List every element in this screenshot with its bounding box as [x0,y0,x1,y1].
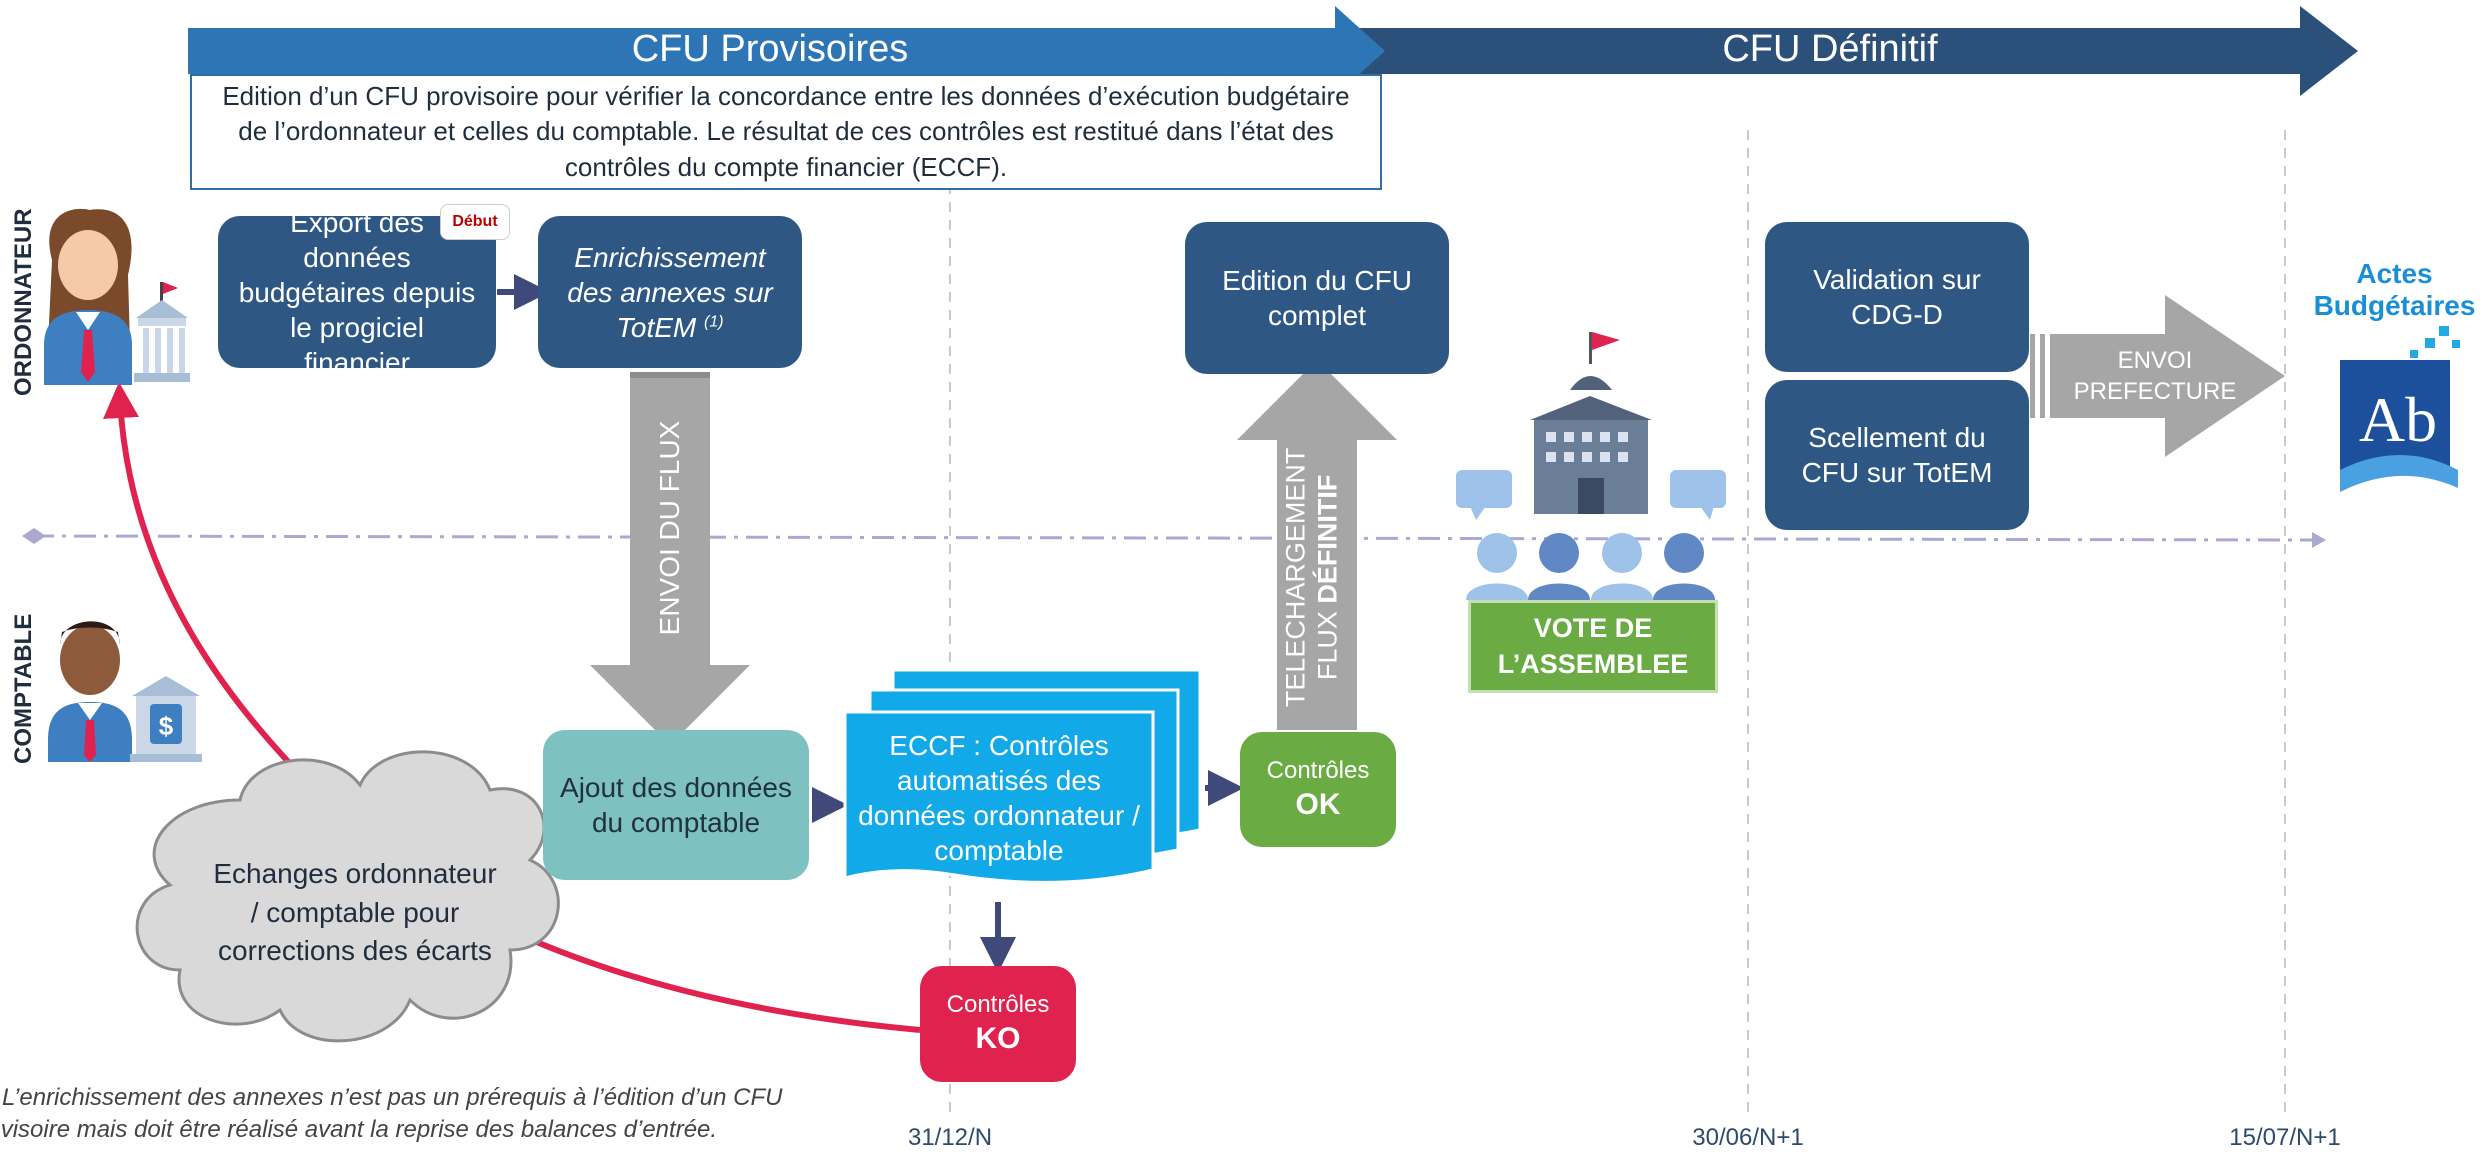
step-enrichissement: Enrichissement des annexes sur TotEM (1) [538,216,802,368]
telechargement-flux: FLUX [1313,611,1343,681]
phase-arrow-provisoire [188,6,1385,96]
actes-budgetaires-logo [2340,326,2460,492]
ok-value: OK [1295,787,1341,821]
enrichissement-label: Enrichissement des annexes sur TotEM [567,241,773,343]
debut-badge: Début [440,204,510,240]
logo-title: Actes Budgétaires [2300,258,2489,322]
phase-label-definitif: CFU Définitif [1722,28,1938,70]
eccf-document-stack [843,668,1202,884]
ordonnateur-person [44,208,132,385]
vote-assemblee: VOTE DE L’ASSEMBLEE [1468,600,1718,693]
envoi-prefecture-arrow [2050,295,2285,457]
controles-ok: Contrôles OK [1240,732,1396,847]
telechargement-arrow [1237,360,1397,730]
envoi-prefecture-label: ENVOI PREFECTURE [2073,346,2237,405]
step-edition-cfu: Edition du CFU complet [1185,222,1449,374]
telechargement-line-2: FLUX DÉFINITIF [1312,407,1344,747]
role-comptable: COMPTABLE [10,613,37,764]
footnote: (1) L’enrichissement des annexes n’est p… [0,1084,783,1144]
phase-label-provisoire: CFU Provisoires [631,28,909,70]
controles-ok-label: Contrôles [1266,756,1370,784]
step-scellement: Scellement du CFU sur TotEM [1765,380,2029,530]
comptable-person [48,621,132,762]
cloud-shape [135,750,560,1043]
description-box: Edition d’un CFU provisoire pour vérifie… [190,74,1382,190]
svg-text:$: $ [159,711,174,741]
comptable-bank: $ [130,676,202,762]
ordonnateur-building [134,282,190,382]
date-label-3: 15/07/N+1 [2229,1124,2341,1151]
controles-ko: Contrôles KO [920,966,1076,1082]
logo-title-1: Actes [2356,258,2433,289]
envoi-flux-arrow [590,374,750,745]
envoi-flux-label: ENVOI DU FLUX [654,420,685,636]
step-validation: Validation sur CDG-D [1765,222,2029,372]
ko-value: KO [975,1022,1021,1056]
role-ordonnateur: ORDONNATEUR [10,208,37,396]
telechargement-definitif: DÉFINITIF [1313,474,1343,604]
step-eccf: ECCF : Contrôles automatisés des données… [858,730,1140,866]
logo-title-2: Budgétaires [2313,290,2476,322]
step-ajout-comptable: Ajout des données du comptable [543,730,809,880]
telechargement-line-1: TELECHARGEMENT [1280,447,1311,708]
logo-mark: Ab [2358,384,2438,455]
date-label-2: 30/06/N+1 [1692,1124,1804,1151]
date-label-1: 31/12/N [907,1124,993,1151]
step-export: Export des données budgétaires depuis le… [218,207,496,378]
phase-arrow-definitif [1330,6,2358,96]
controles-ko-label: Contrôles [946,991,1050,1019]
lane-separator [31,534,2316,542]
enrichissement-footnote-ref: (1) [704,313,724,331]
assemblee-building [1456,332,1726,600]
echanges-label: Echanges ordonnateur / comptable pour co… [213,858,497,967]
telechargement-label: TELECHARGEMENT FLUX DÉFINITIF [1280,407,1345,747]
